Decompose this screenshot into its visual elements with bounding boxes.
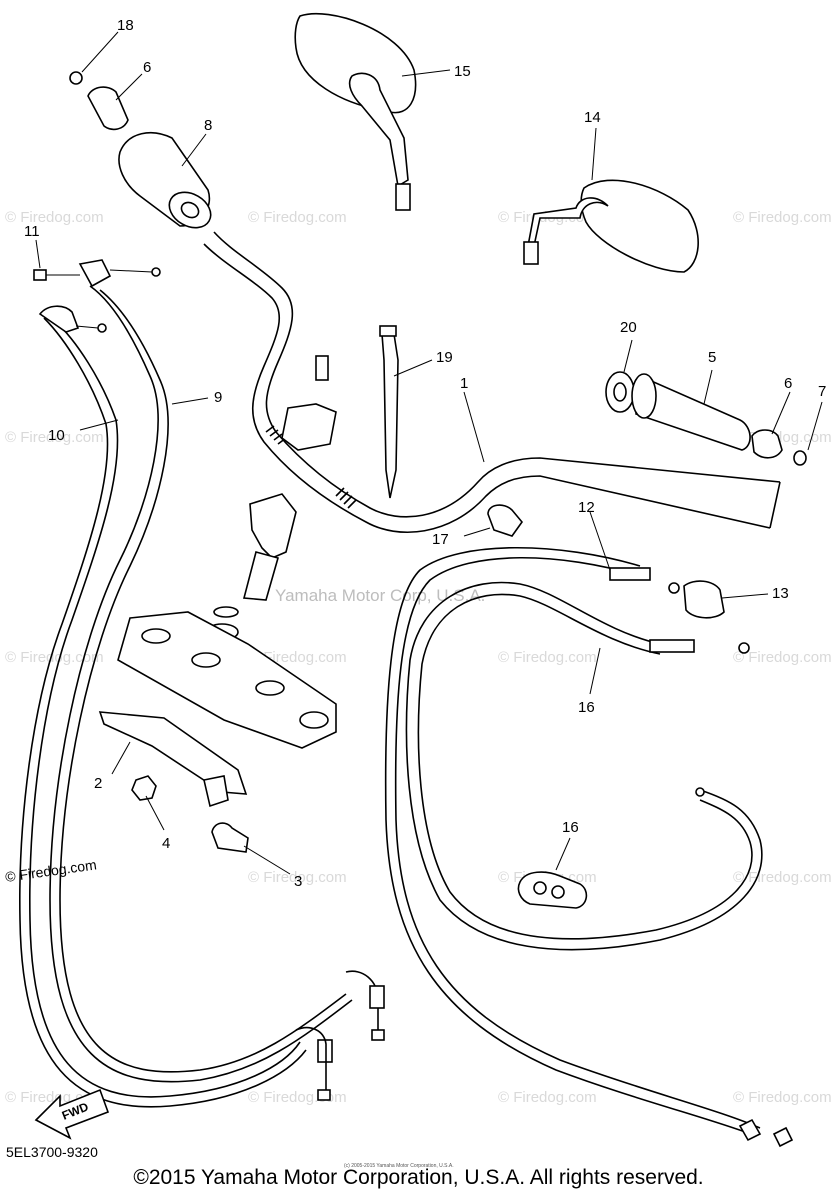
bolt-11 bbox=[33, 259, 161, 333]
callout-12: 12 bbox=[578, 499, 595, 516]
cable-holder-3 bbox=[211, 822, 249, 853]
callout-6-left: 6 bbox=[143, 59, 151, 76]
center-watermark: Yamaha Motor Corp, U.S.A. bbox=[275, 586, 485, 605]
callouts: 18 6 8 15 14 11 19 1 20 5 6 7 9 10 17 12… bbox=[24, 17, 826, 890]
cable-bracket bbox=[98, 711, 248, 808]
right-cables bbox=[384, 546, 794, 1148]
watermark-9: © Firedog.com bbox=[498, 649, 597, 666]
watermark-13: © Firedog.com bbox=[733, 869, 832, 886]
callout-18: 17 bbox=[432, 531, 449, 548]
cable-tie bbox=[379, 325, 399, 499]
watermark-5: © Firedog.com bbox=[5, 429, 104, 446]
watermark-11: © Firedog.com bbox=[248, 869, 347, 886]
left-bar-end bbox=[69, 71, 129, 131]
fwd-arrow: FWD bbox=[34, 1088, 110, 1140]
callout-19: 19 bbox=[436, 349, 453, 366]
watermark-10: © Firedog.com bbox=[733, 649, 832, 666]
callout-17: 16 bbox=[562, 819, 579, 836]
callout-15: 15 bbox=[454, 63, 471, 80]
right-grip-assembly bbox=[605, 371, 807, 466]
cable-holder-17 bbox=[517, 871, 588, 909]
watermark-15: © Firedog.com bbox=[248, 1089, 347, 1106]
drawing-code: 5EL3700-9320 bbox=[6, 1144, 98, 1160]
left-mirror bbox=[294, 12, 417, 211]
callout-1: 1 bbox=[460, 375, 468, 392]
callout-4: 4 bbox=[162, 835, 170, 852]
callout-13: 13 bbox=[772, 585, 789, 602]
callout-11: 11 bbox=[24, 223, 40, 240]
callout-2: 2 bbox=[94, 775, 102, 792]
watermark-7: © Firedog.com bbox=[5, 649, 104, 666]
nut bbox=[131, 775, 157, 801]
clamp bbox=[487, 504, 524, 537]
tiny-copyright: (c) 2005-2015 Yamaha Motor Corporation, … bbox=[344, 1163, 454, 1169]
watermark-2: © Firedog.com bbox=[248, 209, 347, 226]
upper-bracket bbox=[117, 611, 337, 749]
callout-5: 5 bbox=[708, 349, 716, 366]
callout-9: 9 bbox=[214, 389, 222, 406]
callout-7-left: 18 bbox=[117, 17, 134, 34]
right-mirror bbox=[523, 179, 699, 273]
watermarks: © Firedog.com © Firedog.com © Firedog.co… bbox=[4, 209, 831, 1106]
throttle-cables bbox=[19, 285, 385, 1108]
handlebar bbox=[203, 231, 781, 533]
leader-lines bbox=[35, 31, 823, 875]
callout-7-right: 7 bbox=[818, 383, 826, 400]
watermark-17: © Firedog.com bbox=[733, 1089, 832, 1106]
left-grip bbox=[118, 131, 212, 229]
watermark-4: © Firedog.com bbox=[733, 209, 832, 226]
callout-16: 16 bbox=[578, 699, 595, 716]
callout-20: 20 bbox=[620, 319, 637, 336]
callout-8: 8 bbox=[204, 117, 212, 134]
copyright-footer: ©2015 Yamaha Motor Corporation, U.S.A. A… bbox=[133, 1166, 704, 1189]
watermark-1: © Firedog.com bbox=[5, 209, 104, 226]
callout-3: 3 bbox=[294, 873, 302, 890]
watermark-16: © Firedog.com bbox=[498, 1089, 597, 1106]
handlebar-riser bbox=[242, 355, 337, 601]
callout-14: 14 bbox=[584, 109, 601, 126]
callout-6-right: 6 bbox=[784, 375, 792, 392]
cable-boot bbox=[683, 580, 725, 619]
callout-10: 10 bbox=[48, 427, 65, 444]
